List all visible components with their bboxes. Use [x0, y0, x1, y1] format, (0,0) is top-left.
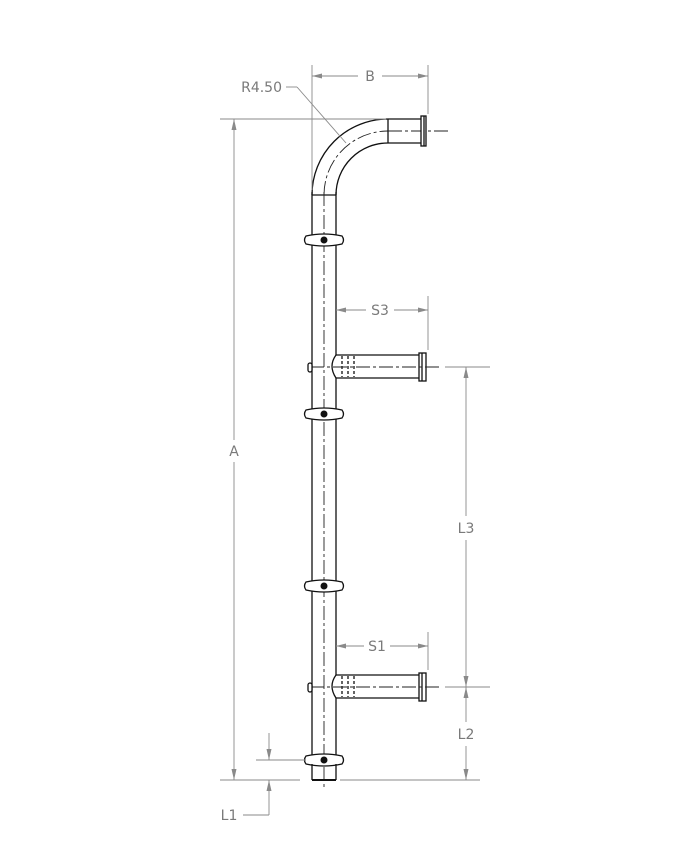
- clamp-3: [303, 579, 345, 593]
- dimension-s1: S1: [336, 632, 429, 670]
- label-l1: L1: [221, 808, 238, 824]
- pipe-bend: [311, 115, 450, 196]
- label-radius: R4.50: [241, 80, 282, 96]
- label-a: A: [229, 444, 239, 460]
- dimension-b: B: [311, 65, 429, 190]
- bottom-stub: [311, 764, 337, 781]
- dimension-l2: L2: [340, 687, 480, 781]
- label-l2: L2: [458, 727, 475, 743]
- lower-branch-pipe: [307, 672, 440, 702]
- dimension-l1: L1: [221, 733, 306, 824]
- clamp-1: [303, 233, 345, 247]
- clamp-2: [303, 407, 345, 421]
- upper-branch-pipe: [307, 352, 440, 382]
- label-l3: L3: [458, 521, 475, 537]
- main-pipe: [311, 192, 337, 790]
- label-s3: S3: [371, 303, 389, 319]
- label-b: B: [365, 69, 375, 85]
- dimension-a: A: [220, 118, 386, 781]
- label-s1: S1: [368, 639, 386, 655]
- clamp-4: [303, 753, 345, 767]
- dimension-s3: S3: [336, 296, 429, 350]
- dimension-radius: R4.50: [241, 80, 347, 144]
- dimension-l3: L3: [445, 366, 490, 688]
